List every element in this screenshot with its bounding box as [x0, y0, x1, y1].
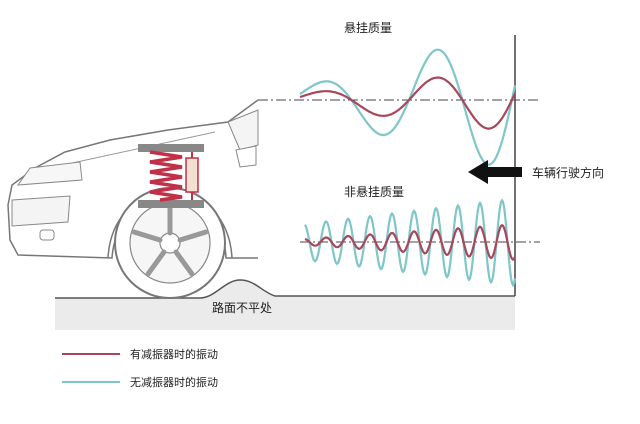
- sprung-mass-label: 悬挂质量: [344, 21, 393, 35]
- coil-spring: [149, 150, 183, 202]
- lower-mount: [138, 200, 204, 208]
- side-mirror: [235, 145, 257, 168]
- sprung-undamped-wave: [299, 48, 517, 166]
- legend-label-undamped: 无减振器时的振动: [130, 376, 218, 389]
- shock-absorber: [185, 157, 199, 193]
- fog-light: [39, 229, 55, 241]
- legend-swatch-undamped: [62, 381, 120, 383]
- grille: [11, 195, 71, 227]
- left-arrow-icon: [468, 160, 522, 184]
- road-surface: [55, 280, 515, 330]
- unsprung-undamped-wave: [304, 198, 517, 288]
- legend-label-damped: 有减振器时的振动: [130, 348, 218, 361]
- unsprung-mass-label: 非悬挂质量: [344, 185, 405, 199]
- upper-mount: [138, 144, 204, 152]
- road-line: [55, 279, 515, 299]
- headlight: [16, 161, 83, 186]
- direction-label: 车辆行驶方向: [532, 166, 605, 180]
- legend-item-undamped: 无减振器时的振动: [62, 374, 218, 390]
- unsprung-damped-wave: [304, 223, 516, 261]
- legend-item-damped: 有减振器时的振动: [62, 346, 218, 362]
- windshield: [227, 109, 259, 151]
- sprung-damped-wave: [299, 76, 516, 130]
- road-bump-label: 路面不平处: [212, 301, 273, 315]
- legend-swatch-damped: [62, 353, 120, 355]
- suspension-assembly: [138, 144, 204, 208]
